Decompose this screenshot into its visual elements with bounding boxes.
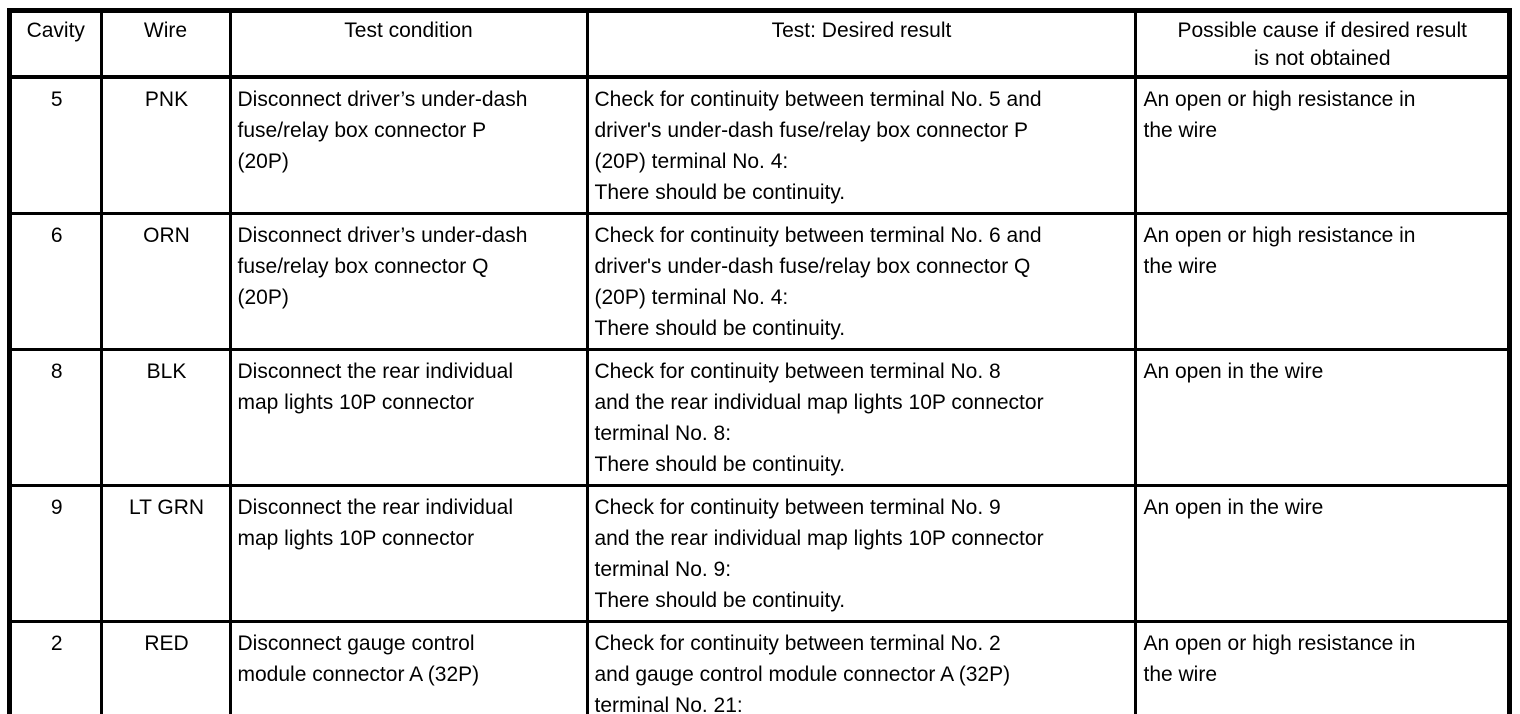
desired-result-cell: Check for continuity between terminal No…	[585, 75, 1138, 215]
test-condition-cell: Disconnect driver’s under-dash fuse/rela…	[228, 212, 589, 351]
possible-cause-cell: An open in the wire	[1134, 484, 1511, 623]
header-test-condition: Test condition	[228, 9, 589, 79]
wire-color-value: ORN	[99, 212, 232, 351]
test-condition-cell: Disconnect the rear individual map light…	[228, 484, 589, 623]
cavity-value: 8	[8, 348, 103, 487]
cavity-value: 9	[8, 484, 103, 623]
table-row: 8 BLK Disconnect the rear individual map…	[8, 348, 1511, 487]
header-wire: Wire	[99, 9, 232, 79]
desired-result-cell: Check for continuity between terminal No…	[585, 348, 1138, 487]
diagnostic-test-table: Cavity Wire Test condition Test: Desired…	[7, 8, 1512, 714]
cavity-value: 5	[8, 75, 103, 215]
wire-color-value: LT GRN	[99, 484, 232, 623]
table-row: 5 PNK Disconnect driver’s under-dash fus…	[8, 75, 1511, 215]
possible-cause-cell: An open or high resistance in the wire	[1134, 75, 1511, 215]
table-row: 9 LT GRN Disconnect the rear individual …	[8, 484, 1511, 623]
wire-color-value: PNK	[99, 75, 232, 215]
wire-color-value: RED	[99, 620, 232, 714]
possible-cause-cell: An open in the wire	[1134, 348, 1511, 487]
desired-result-cell: Check for continuity between terminal No…	[585, 620, 1138, 714]
wire-color-value: BLK	[99, 348, 232, 487]
table-header-row: Cavity Wire Test condition Test: Desired…	[8, 9, 1511, 79]
cavity-value: 2	[8, 620, 103, 714]
desired-result-cell: Check for continuity between terminal No…	[585, 212, 1138, 351]
header-desired-result: Test: Desired result	[585, 9, 1138, 79]
desired-result-cell: Check for continuity between terminal No…	[585, 484, 1138, 623]
cavity-value: 6	[8, 212, 103, 351]
header-cavity: Cavity	[8, 9, 103, 79]
test-condition-cell: Disconnect driver’s under-dash fuse/rela…	[228, 75, 589, 215]
table-row: 2 RED Disconnect gauge control module co…	[8, 620, 1511, 714]
table-row: 6 ORN Disconnect driver’s under-dash fus…	[8, 212, 1511, 351]
test-condition-cell: Disconnect the rear individual map light…	[228, 348, 589, 487]
test-condition-cell: Disconnect gauge control module connecto…	[228, 620, 589, 714]
possible-cause-cell: An open or high resistance in the wire	[1134, 620, 1511, 714]
possible-cause-cell: An open or high resistance in the wire	[1134, 212, 1511, 351]
header-possible-cause: Possible cause if desired result is not …	[1134, 9, 1511, 79]
